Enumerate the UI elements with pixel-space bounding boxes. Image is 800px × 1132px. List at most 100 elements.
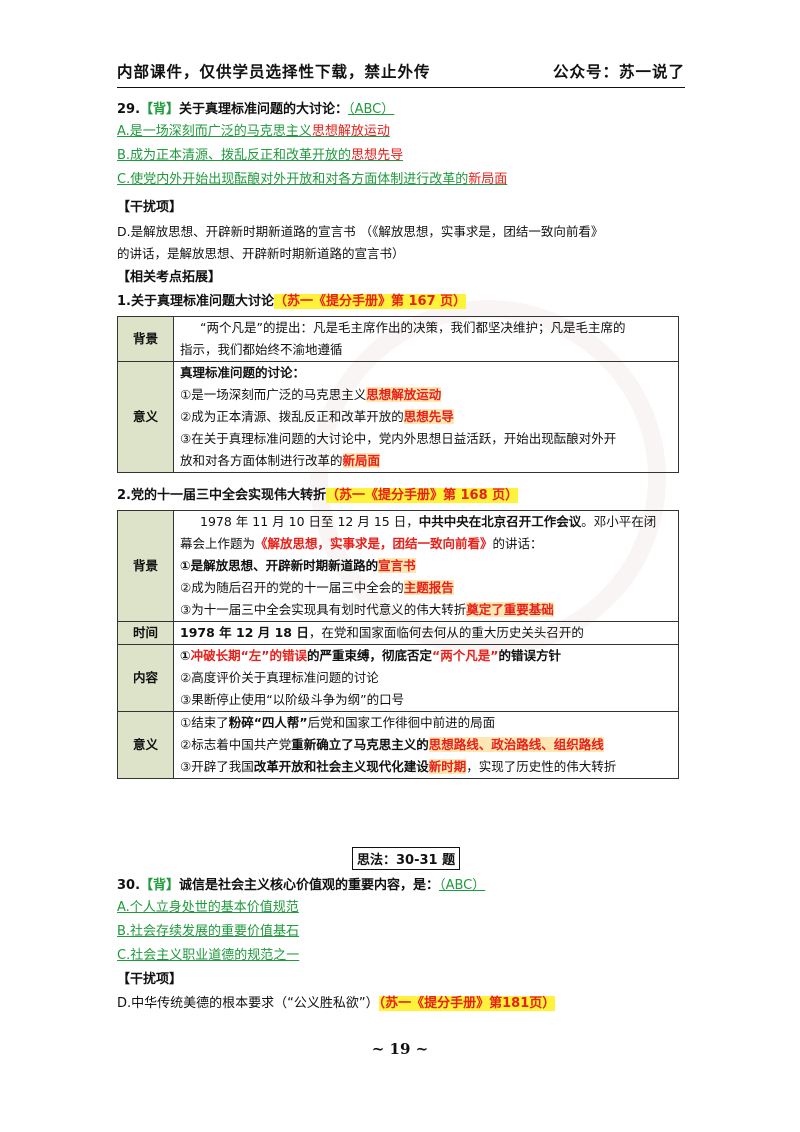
- q29-distractor-heading: 【干扰项】: [117, 200, 183, 215]
- t1-heading: 1.关于真理标准问题大讨论（苏一《提分手册》第 167 页）: [117, 292, 467, 312]
- t2-background-key: 背景: [117, 510, 174, 622]
- table-row: 时间 1978 年 12 月 18 日，在党和国家面临何去何从的重大历史关头召开…: [117, 621, 679, 645]
- t2-bg-line1: 1978 年 11 月 10 日至 12 月 15 日，中共中央在北京召开工作会…: [180, 511, 672, 533]
- q29-option-b-key: 思想先导: [351, 148, 404, 163]
- t1-background-key: 背景: [117, 316, 174, 362]
- t2-m2-key: 思想路线、政治路线、组织路线: [428, 737, 604, 752]
- q29-number: 29.: [117, 102, 141, 117]
- page-header: 内部课件，仅供学员选择性下载，禁止外传 公众号：苏一说了: [117, 56, 685, 84]
- t2-c1-text: 的严重束缚，彻底否定: [307, 648, 433, 663]
- t2-c1-num: ①: [180, 648, 191, 663]
- t1-s1-key: 思想解放运动: [366, 387, 442, 402]
- t2-b1-text: 1978 年 11 月 10 日至 12 月 15 日，: [200, 514, 419, 529]
- t2-time-cell: 1978 年 12 月 18 日，在党和国家面临何去何从的重大历史关头召开的: [173, 621, 679, 645]
- q30-reference: （苏一《提分手册》第181页）: [378, 996, 556, 1011]
- t2-c1-key: 冲破长期“左”的错误: [190, 648, 308, 663]
- q29-distractor-line2: 的讲话，是解放思想、开辟新时期新道路的宣言书）: [117, 246, 405, 261]
- q30-distractor-heading: 【干扰项】: [117, 972, 183, 987]
- t2-b5-text: ③为十一届三中全会实现具有划时代意义的伟大转折: [180, 602, 467, 617]
- t2-c1-post: 的错误方针: [498, 648, 561, 663]
- t1-s1-text: ①是一场深刻而广泛的马克思主义: [180, 387, 367, 402]
- t1-sig-line1: ①是一场深刻而广泛的马克思主义思想解放运动: [180, 384, 672, 406]
- table-row: 内容 ①冲破长期“左”的错误的严重束缚，彻底否定“两个凡是”的错误方针 ②高度评…: [117, 644, 679, 712]
- t1-s4-text: 放和对各方面体制进行改革的: [180, 453, 343, 468]
- table-row: 意义 真理标准问题的讨论： ①是一场深刻而广泛的马克思主义思想解放运动 ②成为正…: [117, 361, 679, 473]
- header-divider: [117, 87, 685, 88]
- t2-content-line3: ③果断停止使用“以阶级斗争为纲”的口号: [180, 692, 405, 707]
- t2-b2-key: 《解放思想，实事求是，团结一致向前看》: [255, 536, 493, 551]
- t2-b4-text: ②成为随后召开的党的十一届三中全会的: [180, 580, 404, 595]
- t1-s2-text: ②成为正本清源、拨乱反正和改革开放的: [180, 409, 404, 424]
- t1-sig-line4: 放和对各方面体制进行改革的新局面: [180, 450, 672, 472]
- q29-tag: 【背】: [140, 102, 180, 117]
- q29-option-a: A.是一场深刻而广泛的马克思主义思想解放运动: [117, 122, 390, 142]
- t1-reference: （苏一《提分手册》第 167 页）: [273, 294, 467, 309]
- t2-bg-line5: ③为十一届三中全会实现具有划时代意义的伟大转折奠定了重要基础: [180, 599, 672, 621]
- t2-m1-text: ①结束了: [180, 715, 229, 730]
- t2-b5-key: 奠定了重要基础: [466, 602, 554, 617]
- header-left-text: 内部课件，仅供学员选择性下载，禁止外传: [117, 63, 431, 81]
- t2-title: 2.党的十一届三中全会实现伟大转折: [117, 488, 326, 503]
- section-label: 思法：30-31 题: [352, 847, 461, 870]
- t2-time-date: 1978 年 12 月 18 日: [180, 625, 309, 640]
- q29-option-c-key: 新局面: [468, 172, 508, 187]
- t2-heading: 2.党的十一届三中全会实现伟大转折（苏一《提分手册》第 168 页）: [117, 486, 519, 506]
- t1-background-line2: 指示，我们都始终不渝地遵循: [180, 342, 343, 357]
- t2-m1-bold: 粉碎“四人帮”: [228, 715, 308, 730]
- t2-b3-text: ①是解放思想、开辟新时期新道路的: [180, 558, 379, 573]
- t2-m3-text: ③开辟了我国: [180, 759, 254, 774]
- q29-answer: （ABC）: [348, 102, 395, 117]
- t1-table: 背景 “两个凡是”的提出：凡是毛主席作出的决策，我们都坚决维护；凡是毛主席的 指…: [117, 316, 679, 473]
- t2-significance-key: 意义: [117, 711, 174, 779]
- t2-time-text: ，在党和国家面临何去何从的重大历史关头召开的: [308, 625, 584, 640]
- t2-content-line1: ①冲破长期“左”的错误的严重束缚，彻底否定“两个凡是”的错误方针: [180, 645, 672, 667]
- q29-option-c: C.使党内外开始出现酝酿对外开放和对各方面体制进行改革的新局面: [117, 170, 507, 190]
- t2-b2-text: 幕会上作题为: [180, 536, 256, 551]
- t2-content-key: 内容: [117, 644, 174, 712]
- t2-b1-bold: 中共中央在北京召开工作会议: [418, 514, 582, 529]
- page-number: ~ 19 ~: [371, 1040, 429, 1058]
- q30-tag: 【背】: [140, 878, 180, 893]
- t2-m1-post: 后党和国家工作徘徊中前进的局面: [307, 715, 496, 730]
- q29-option-c-text: C.使党内外开始出现酝酿对外开放和对各方面体制进行改革的: [117, 172, 469, 187]
- q29-option-a-key: 思想解放运动: [311, 124, 390, 139]
- t2-b2-post: 的讲话：: [492, 536, 543, 551]
- t2-background-cell: 1978 年 11 月 10 日至 12 月 15 日，中共中央在北京召开工作会…: [173, 510, 679, 622]
- table-row: 背景 1978 年 11 月 10 日至 12 月 15 日，中共中央在北京召开…: [117, 510, 679, 622]
- q29-option-b-text: B.成为正本清源、拨乱反正和改革开放的: [117, 148, 352, 163]
- t1-s2-key: 思想先导: [403, 409, 454, 424]
- header-right-text: 公众号：苏一说了: [552, 63, 685, 81]
- t2-m3-bold: 改革开放和社会主义现代化建设: [253, 759, 429, 774]
- t2-c1-key2: “两个凡是”: [432, 648, 499, 663]
- t2-b1-post: 。邓小平在闭: [581, 514, 657, 529]
- t2-m2-text: ②标志着中国共产党: [180, 737, 292, 752]
- q30-distractor-line: D.中华传统美德的根本要求（“公义胜私欲”）（苏一《提分手册》第181页）: [117, 994, 556, 1014]
- t2-table: 背景 1978 年 11 月 10 日至 12 月 15 日，中共中央在北京召开…: [117, 510, 679, 779]
- q29-title: 29.【背】关于真理标准问题的大讨论：（ABC）: [117, 100, 394, 120]
- t2-content-line2: ②高度评价关于真理标准问题的讨论: [180, 670, 379, 685]
- t2-significance-cell: ①结束了粉碎“四人帮”后党和国家工作徘徊中前进的局面 ②标志着中国共产党重新确立…: [173, 711, 679, 779]
- t2-b4-key: 主题报告: [403, 580, 454, 595]
- t2-sig-line1: ①结束了粉碎“四人帮”后党和国家工作徘徊中前进的局面: [180, 712, 672, 734]
- t1-sig-line2: ②成为正本清源、拨乱反正和改革开放的思想先导: [180, 406, 672, 428]
- t1-significance-cell: 真理标准问题的讨论： ①是一场深刻而广泛的马克思主义思想解放运动 ②成为正本清源…: [173, 361, 679, 473]
- t2-m3-post: ，实现了历史性的伟大转折: [466, 759, 617, 774]
- t1-background-line1: “两个凡是”的提出：凡是毛主席作出的决策，我们都坚决维护；凡是毛主席的: [200, 320, 626, 335]
- t2-sig-line3: ③开辟了我国改革开放和社会主义现代化建设新时期，实现了历史性的伟大转折: [180, 756, 672, 778]
- t2-sig-line2: ②标志着中国共产党重新确立了马克思主义的思想路线、政治路线、组织路线: [180, 734, 672, 756]
- t2-m2-bold: 重新确立了马克思主义的: [291, 737, 429, 752]
- q30-distractor-text: D.中华传统美德的根本要求（“公义胜私欲”）: [117, 996, 379, 1011]
- q29-option-b: B.成为正本清源、拨乱反正和改革开放的思想先导: [117, 146, 403, 166]
- q30-option-c: C.社会主义职业道德的规范之一: [117, 948, 300, 963]
- t1-background-cell: “两个凡是”的提出：凡是毛主席作出的决策，我们都坚决维护；凡是毛主席的 指示，我…: [173, 316, 679, 362]
- q30-number: 30.: [117, 878, 141, 893]
- t2-time-key: 时间: [117, 621, 174, 645]
- q30-question: 诚信是社会主义核心价值观的重要内容，是：: [179, 878, 440, 893]
- t2-bg-line2: 幕会上作题为《解放思想，实事求是，团结一致向前看》的讲话：: [180, 533, 672, 555]
- t2-m3-key: 新时期: [428, 759, 467, 774]
- q30-title: 30.【背】诚信是社会主义核心价值观的重要内容，是：（ABC）: [117, 876, 485, 896]
- q30-option-a: A.个人立身处世的基本价值规范: [117, 900, 299, 915]
- t2-bg-line3: ①是解放思想、开辟新时期新道路的宣言书: [180, 555, 672, 577]
- t2-b3-key: 宣言书: [378, 558, 416, 573]
- q30-answer: （ABC）: [439, 878, 486, 893]
